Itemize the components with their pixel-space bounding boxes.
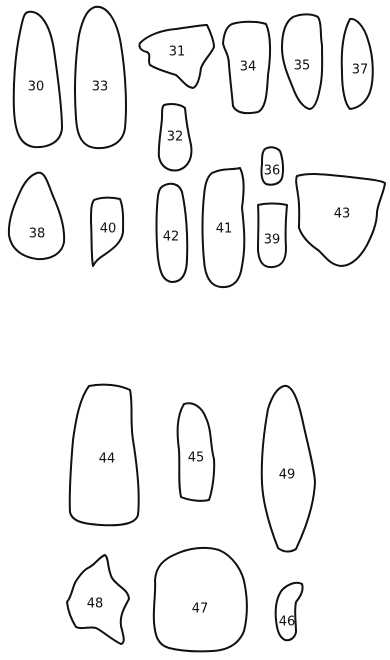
piece-30: 30 (14, 12, 62, 147)
piece-44-label: 44 (99, 452, 116, 467)
piece-44: 44 (70, 385, 139, 526)
piece-42-label: 42 (163, 230, 180, 245)
piece-38-outline (9, 173, 64, 260)
piece-33-label: 33 (92, 80, 109, 95)
piece-36: 36 (261, 147, 283, 184)
piece-37: 37 (342, 19, 373, 109)
piece-33: 33 (75, 7, 126, 148)
piece-49-label: 49 (279, 468, 296, 483)
piece-37-label: 37 (352, 63, 369, 78)
piece-45: 45 (178, 403, 215, 501)
piece-34: 34 (223, 22, 270, 113)
piece-47-label: 47 (192, 602, 209, 617)
piece-42: 42 (157, 184, 188, 282)
piece-48: 48 (67, 555, 129, 644)
piece-40-label: 40 (100, 222, 117, 237)
piece-41-label: 41 (216, 222, 233, 237)
piece-33-outline (75, 7, 126, 148)
piece-41: 41 (203, 168, 245, 287)
piece-43: 43 (296, 174, 385, 266)
piece-35-label: 35 (294, 59, 311, 74)
piece-38-label: 38 (29, 227, 46, 242)
piece-46-label: 46 (279, 615, 296, 630)
piece-32: 32 (159, 104, 192, 170)
piece-47-outline (154, 548, 247, 651)
piece-46-outline (276, 583, 303, 640)
piece-30-label: 30 (28, 80, 45, 95)
piece-32-label: 32 (167, 130, 184, 145)
piece-45-label: 45 (188, 451, 205, 466)
piece-31-label: 31 (169, 45, 186, 60)
piece-36-label: 36 (264, 164, 281, 179)
piece-49: 49 (262, 386, 315, 552)
piece-48-label: 48 (87, 597, 104, 612)
piece-31: 31 (139, 25, 214, 88)
piece-46: 46 (276, 583, 303, 640)
piece-39: 39 (258, 204, 287, 268)
piece-43-label: 43 (334, 207, 351, 222)
piece-40: 40 (91, 198, 123, 266)
piece-47: 47 (154, 548, 247, 651)
piece-38: 38 (9, 173, 64, 260)
piece-34-label: 34 (240, 60, 257, 75)
piece-35: 35 (282, 14, 322, 109)
piece-39-label: 39 (264, 233, 281, 248)
